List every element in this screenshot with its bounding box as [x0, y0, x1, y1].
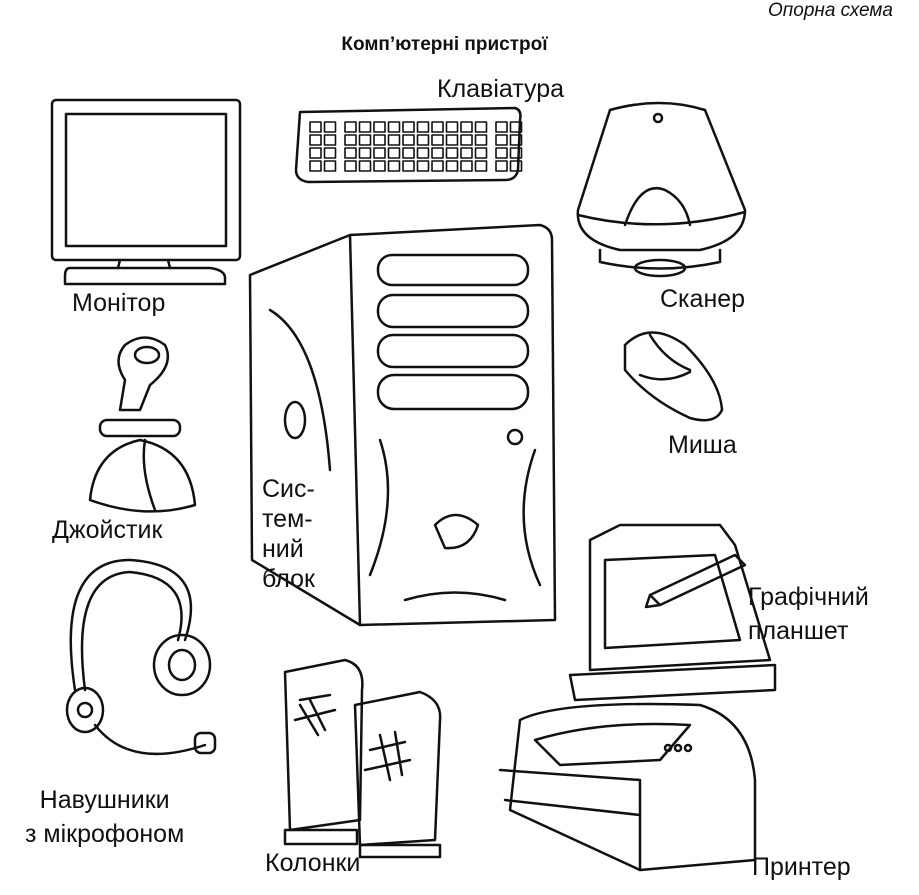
keyboard-key [309, 134, 322, 146]
headphones-drawing [65, 558, 217, 756]
keyboard-key [402, 134, 415, 146]
keyboard-key [445, 147, 459, 159]
keyboard-key [460, 147, 473, 159]
keyboard-key [445, 134, 459, 146]
keyboard-key [509, 121, 523, 133]
keyboard-key [373, 134, 386, 146]
system-unit-drawing [248, 223, 557, 627]
keyboard-key [373, 121, 386, 133]
keyboard-key [344, 134, 357, 146]
keyboard-key [323, 160, 337, 172]
keyboard-key [416, 134, 430, 146]
mouse-drawing [623, 331, 724, 422]
keyboard-key [474, 134, 488, 146]
keyboard-key [474, 121, 488, 133]
label-mouse: Миша [668, 431, 737, 459]
keyboard-key [509, 134, 523, 146]
label-keyboard: Клавіатура [437, 75, 565, 103]
keyboard-drawing [294, 106, 523, 184]
keyboard-key [344, 160, 357, 172]
page-title: Комп’ютерні пристрої [341, 34, 548, 55]
label-monitor: Монітор [72, 289, 166, 317]
label-headphones-line: Навушники [39, 786, 170, 814]
keyboard-key [495, 160, 508, 172]
label-system-unit: Сис- тем- ний блок [262, 474, 315, 594]
scanner-drawing [576, 101, 747, 278]
keyboard-key [495, 134, 508, 146]
scheme-caption: Опорна схема [768, 0, 893, 21]
label-system-unit-line: ний [262, 535, 304, 563]
keyboard-key [323, 134, 337, 146]
keyboard-key [387, 134, 401, 146]
keyboard-key [495, 121, 508, 133]
keyboard-key [416, 121, 430, 133]
label-tablet-line: Графічний [748, 583, 869, 611]
keyboard-key [445, 121, 459, 133]
keyboard-key [431, 147, 444, 159]
label-scanner: Сканер [660, 285, 746, 313]
keyboard-key [460, 134, 473, 146]
keyboard-key [474, 147, 488, 159]
label-headphones-line: з мікрофоном [25, 820, 185, 848]
keyboard-key [309, 160, 322, 172]
speakers-drawing [283, 658, 442, 859]
printer-drawing [498, 702, 757, 872]
keyboard-key [431, 121, 444, 133]
label-headphones: Навушники з мікрофоном [25, 783, 184, 851]
keyboard-key [387, 121, 401, 133]
keyboard-key [431, 160, 444, 172]
keyboard-key [509, 147, 523, 159]
label-speakers: Колонки [265, 849, 361, 877]
label-printer: Принтер [752, 853, 851, 881]
keyboard-key [460, 160, 473, 172]
joystick-drawing [88, 336, 197, 513]
keyboard-key [402, 160, 415, 172]
keyboard-key [416, 160, 430, 172]
keyboard-key [323, 121, 337, 133]
keyboard-key [387, 160, 401, 172]
keyboard-key [387, 147, 401, 159]
keyboard-key [416, 147, 430, 159]
keyboard-key [445, 160, 459, 172]
label-tablet: Графічний планшет [748, 580, 869, 648]
tablet-drawing [568, 523, 777, 702]
label-system-unit-line: блок [262, 565, 315, 593]
keyboard-key [373, 147, 386, 159]
keyboard-key [373, 160, 386, 172]
keyboard-key [358, 160, 372, 172]
keyboard-key [309, 147, 322, 159]
keyboard-key [358, 121, 372, 133]
keyboard-key [358, 147, 372, 159]
label-tablet-line: планшет [748, 617, 849, 645]
keyboard-key [309, 121, 322, 133]
keyboard-key [402, 147, 415, 159]
keyboard-key [344, 147, 357, 159]
label-joystick: Джойстик [52, 516, 163, 544]
keyboard-key [358, 134, 372, 146]
label-system-unit-line: Сис- [262, 475, 315, 503]
keyboard-key [323, 147, 337, 159]
keyboard-key [402, 121, 415, 133]
keyboard-key [431, 134, 444, 146]
label-system-unit-line: тем- [262, 505, 313, 533]
keyboard-key [495, 147, 508, 159]
keyboard-key [344, 121, 357, 133]
keyboard-key [509, 160, 523, 172]
monitor-drawing [50, 98, 242, 286]
keyboard-key [460, 121, 473, 133]
keyboard-key [474, 160, 488, 172]
